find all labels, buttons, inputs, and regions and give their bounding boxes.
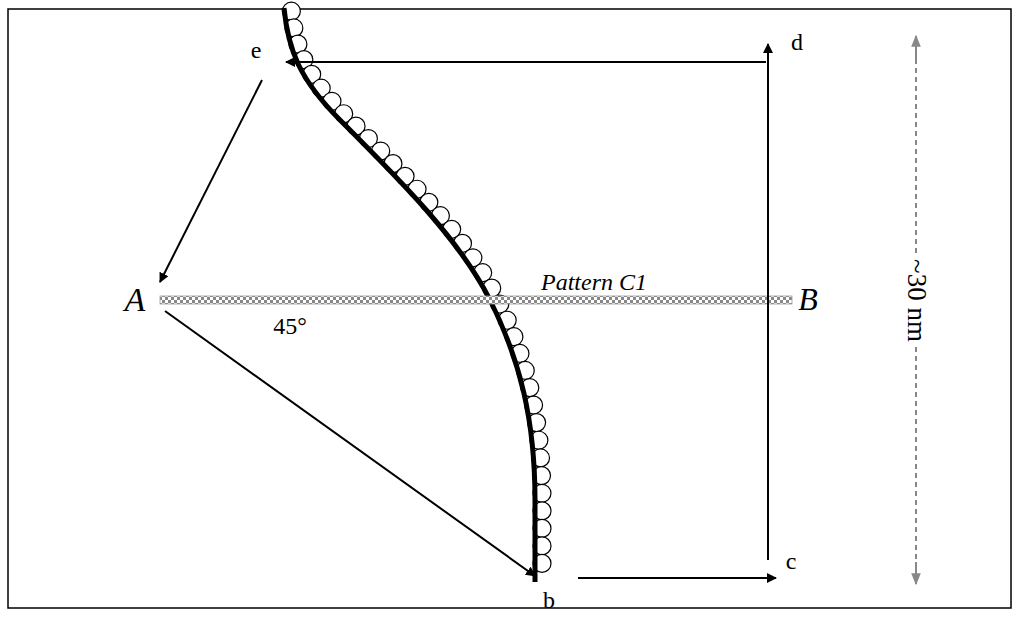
point-label: d [791, 30, 803, 54]
dimension-label: ~30 nm [900, 255, 931, 346]
pattern-label: Pattern C1 [541, 270, 647, 294]
point-label: b [543, 588, 555, 612]
frame [8, 9, 1011, 608]
angle-label: 45° [273, 314, 307, 338]
dimension-arrow [915, 36, 917, 60]
path-arrow [286, 61, 766, 63]
atom-row [282, 2, 551, 572]
point-label: c [786, 549, 797, 573]
path-arrow [160, 80, 262, 282]
dimension-arrow [915, 562, 917, 584]
point-label: A [125, 283, 146, 317]
step-edge [284, 8, 535, 582]
point-label: B [798, 283, 818, 315]
pattern-line [160, 296, 792, 304]
point-label: e [251, 38, 262, 62]
path-arrow [165, 311, 535, 576]
path-arrow [767, 44, 769, 560]
path-arrow [578, 577, 776, 579]
